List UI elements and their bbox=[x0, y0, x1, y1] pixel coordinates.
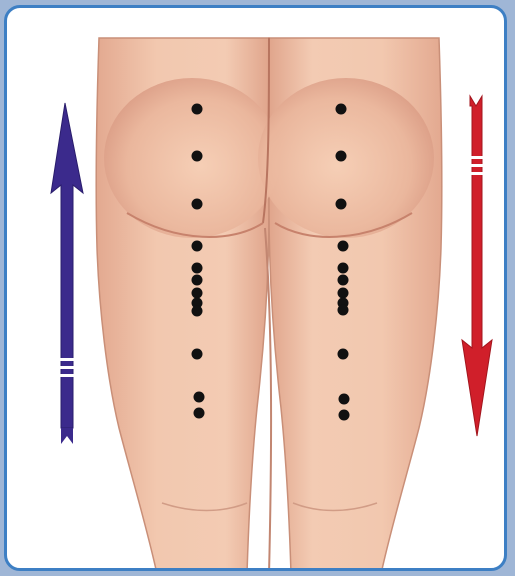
point-marker bbox=[336, 104, 347, 115]
point-marker bbox=[194, 408, 205, 419]
point-marker bbox=[192, 349, 203, 360]
point-marker bbox=[192, 241, 203, 252]
point-marker bbox=[192, 288, 203, 299]
point-marker bbox=[338, 241, 349, 252]
point-marker bbox=[192, 275, 203, 286]
point-marker bbox=[338, 263, 349, 274]
point-marker bbox=[336, 199, 347, 210]
down-arrow-icon bbox=[462, 96, 492, 436]
point-marker bbox=[338, 349, 349, 360]
point-marker bbox=[192, 306, 203, 317]
point-marker bbox=[194, 392, 205, 403]
point-marker bbox=[336, 151, 347, 162]
point-marker bbox=[338, 288, 349, 299]
point-marker bbox=[338, 275, 349, 286]
legs-illustration bbox=[7, 8, 507, 571]
point-marker bbox=[339, 394, 350, 405]
up-arrow-icon bbox=[51, 103, 83, 444]
point-marker bbox=[192, 199, 203, 210]
point-marker bbox=[338, 305, 349, 316]
point-marker bbox=[339, 410, 350, 421]
illustration-panel bbox=[4, 5, 507, 571]
point-marker bbox=[192, 263, 203, 274]
point-marker bbox=[192, 151, 203, 162]
point-marker bbox=[192, 104, 203, 115]
